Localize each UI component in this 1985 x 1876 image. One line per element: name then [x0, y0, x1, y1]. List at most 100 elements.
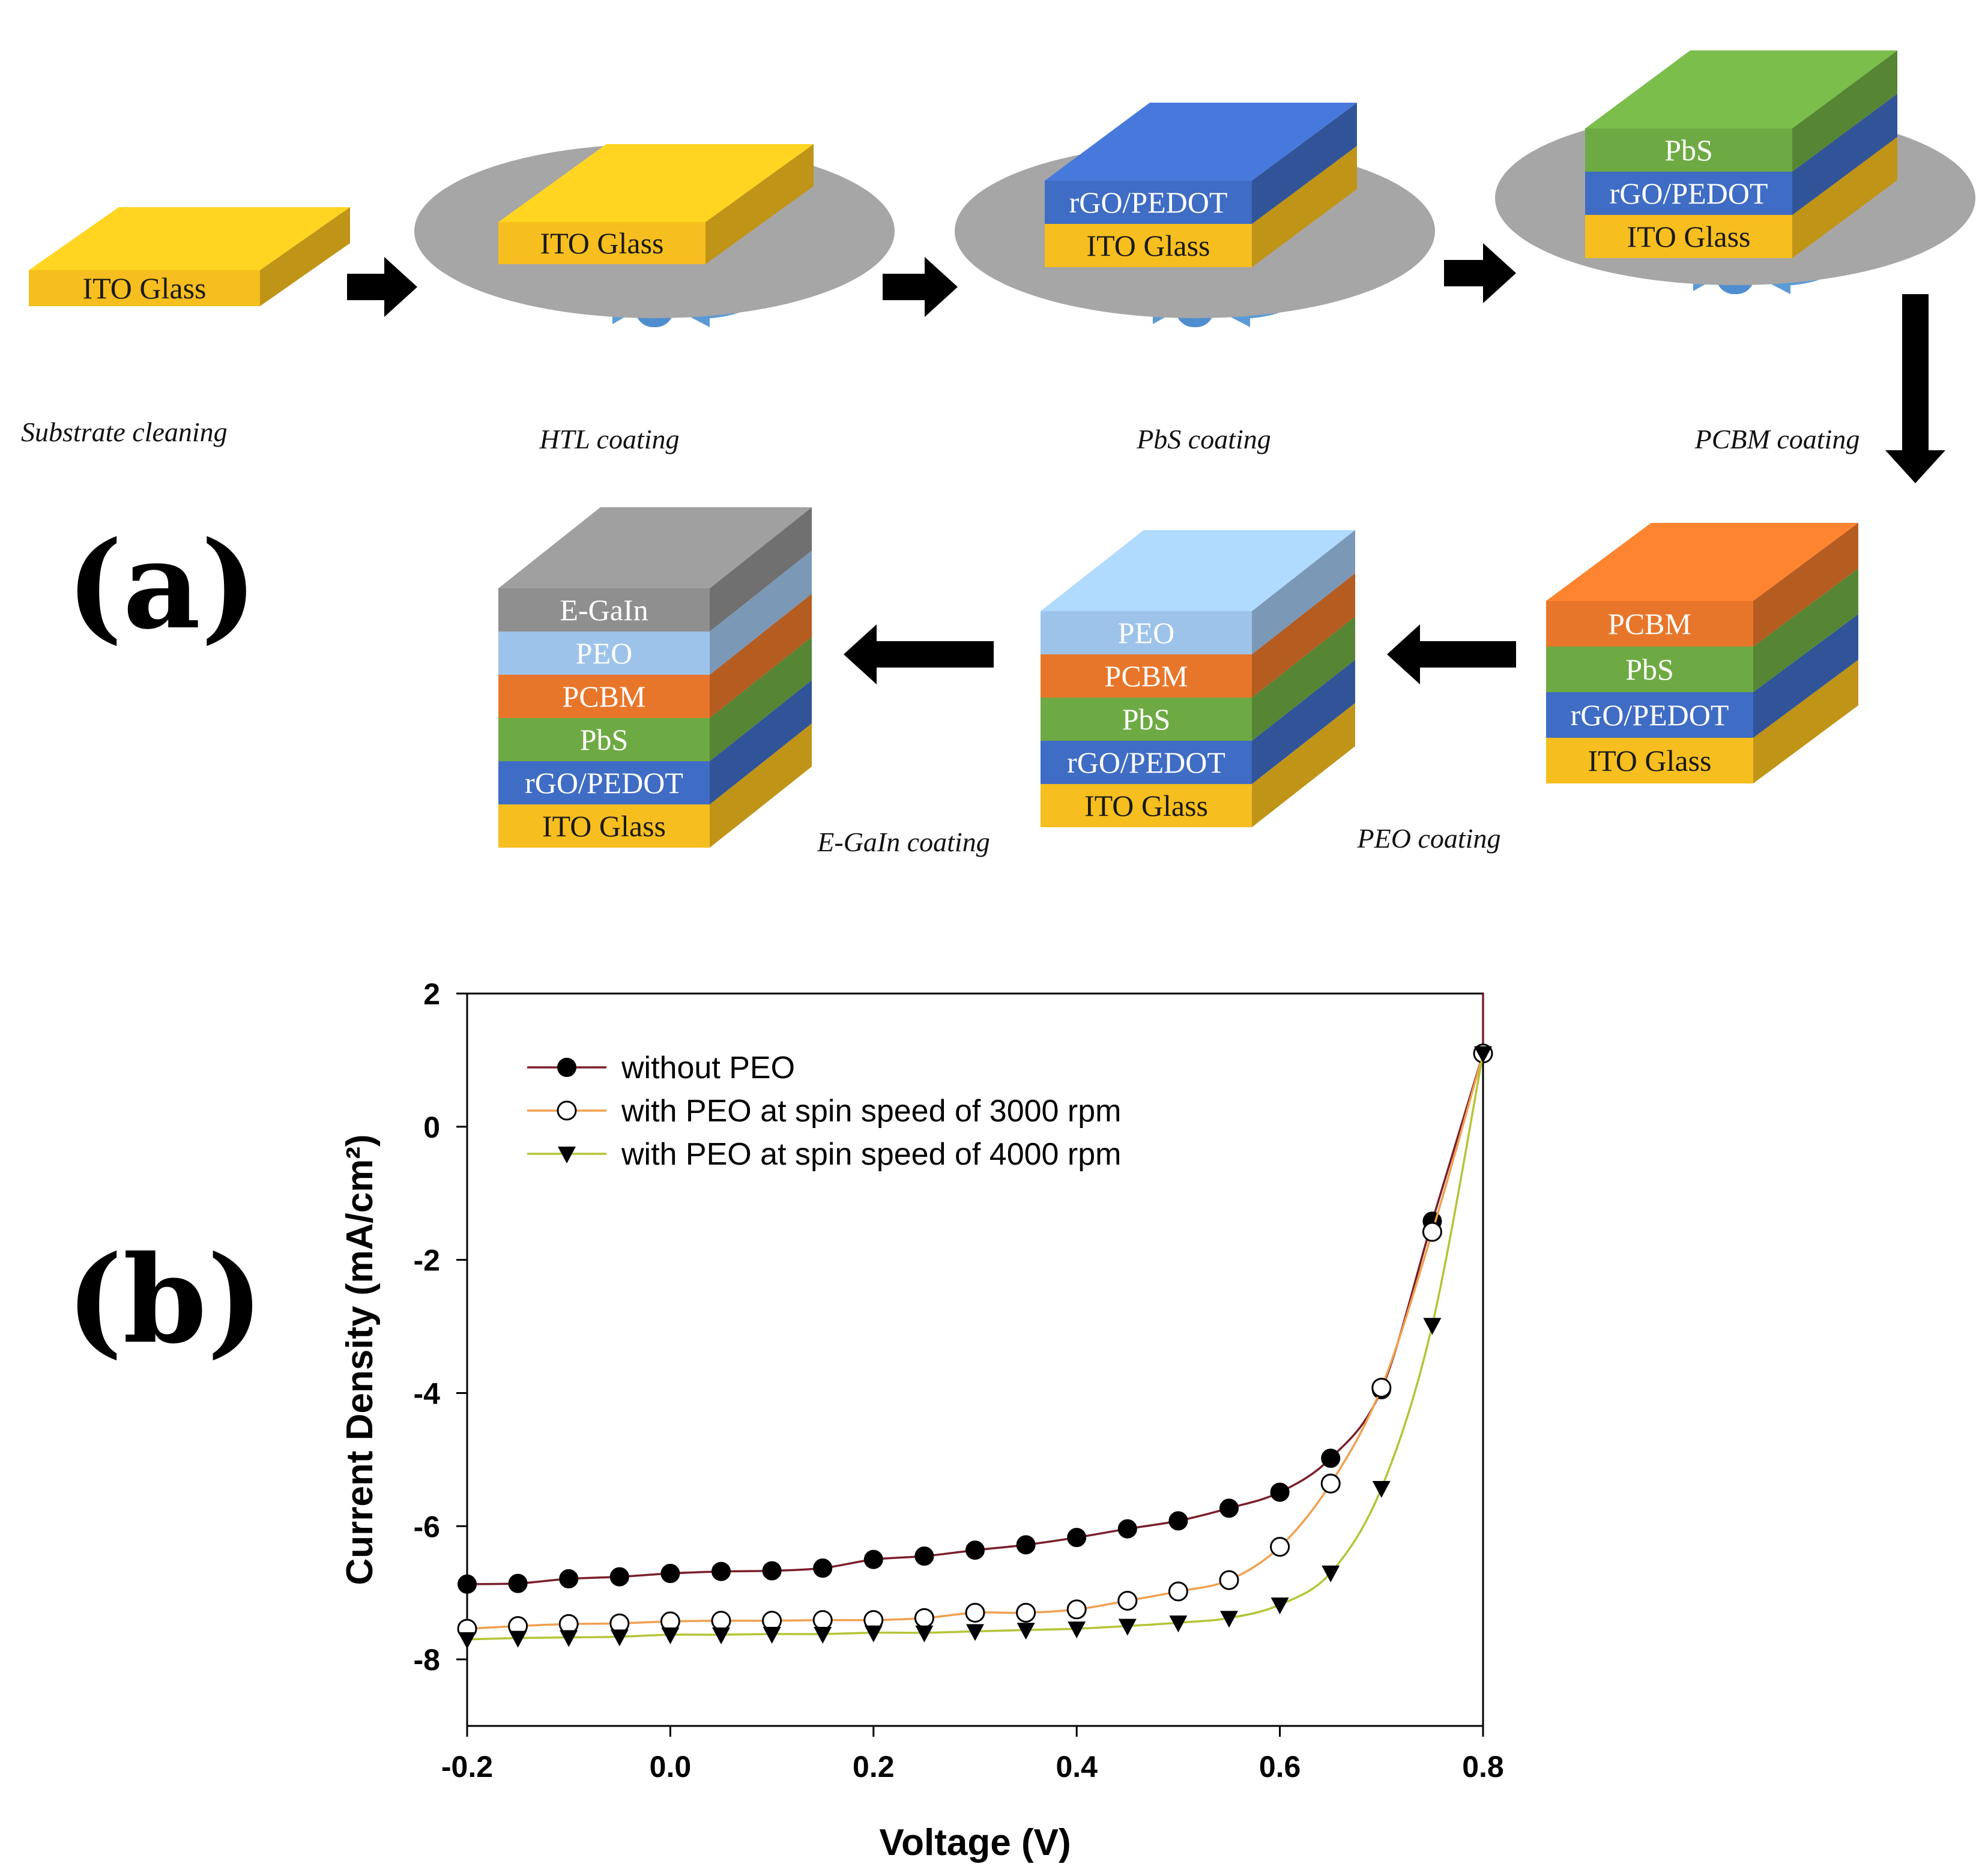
layer-rgo-pedot: rGO/PEDOT [1041, 660, 1355, 784]
x-tick-label: 0.8 [1462, 1750, 1504, 1784]
series-1 [457, 1043, 1493, 1639]
data-point [610, 1629, 629, 1647]
data-point [1474, 1046, 1492, 1063]
data-point [1371, 1378, 1392, 1398]
data-point [560, 1630, 578, 1647]
layer-ito-glass: ITO Glass [498, 144, 814, 264]
data-point [1423, 1318, 1442, 1335]
step-caption: Substrate cleaning [21, 417, 228, 447]
layer-pbs: PbS [498, 637, 812, 761]
legend-item: with PEO at spin speed of 3000 rpm [527, 1094, 1121, 1129]
layer-pcbm: PCBM [1041, 573, 1355, 698]
legend-label: without PEO [621, 1051, 795, 1085]
data-point [660, 1564, 680, 1584]
x-tick-label: 0.2 [853, 1750, 895, 1784]
legend: without PEO with PEO at spin speed of 300… [527, 1051, 1121, 1172]
layer-label: ITO Glass [82, 271, 206, 305]
data-point [965, 1540, 985, 1560]
data-point [915, 1625, 934, 1642]
x-tick-label: 0.6 [1259, 1750, 1301, 1784]
data-point [1270, 1482, 1290, 1502]
layer-pbs: PbS [1585, 50, 1897, 172]
panel-b-label: (b) [66, 1229, 264, 1371]
y-tick-label: -4 [414, 1377, 441, 1410]
y-tick-label: -2 [414, 1244, 440, 1277]
data-point [1372, 1481, 1391, 1498]
legend-item: with PEO at spin speed of 4000 rpm [527, 1137, 1121, 1172]
layer-pcbm: PCBM [1546, 523, 1858, 647]
layer-peo: PEO [1041, 530, 1355, 654]
data-point [1270, 1597, 1289, 1615]
y-tick-label: -8 [414, 1643, 440, 1677]
legend-item: without PEO [527, 1051, 795, 1085]
data-point [609, 1567, 629, 1587]
data-point [1117, 1519, 1137, 1539]
layer-label: E-GaIn [560, 593, 648, 627]
data-point [1168, 1581, 1188, 1602]
data-point [458, 1574, 477, 1594]
data-point [458, 1632, 476, 1649]
data-point [558, 1147, 576, 1163]
x-tick-label: 0.4 [1056, 1750, 1098, 1784]
data-point [1017, 1623, 1035, 1640]
layer-label: PCBM [1608, 607, 1691, 641]
layer-label: rGO/PEDOT [1069, 185, 1228, 219]
layer-label: ITO Glass [1086, 229, 1210, 262]
layer-label: PEO [1118, 616, 1174, 650]
layer-stack: ITO Glass [498, 144, 814, 264]
layer-label: ITO Glass [1588, 744, 1711, 777]
data-point [557, 1100, 577, 1121]
layer-ito-glass: ITO Glass [498, 723, 812, 848]
data-point [1220, 1611, 1238, 1628]
series-0 [458, 994, 1493, 1594]
data-point [661, 1627, 680, 1645]
process-arrow-icon [844, 624, 994, 684]
layer-ito-glass: ITO Glass [1546, 660, 1858, 783]
data-point [763, 1626, 781, 1644]
step-egain-coating: ITO GlassrGO/PEDOTPbSPCBMPEOE-GaInE-GaIn… [498, 507, 990, 857]
data-point [1320, 1473, 1341, 1494]
layer-rgo-pedot: rGO/PEDOT [1546, 614, 1858, 738]
plot-frame [466, 992, 1484, 1727]
layer-label: PCBM [1105, 659, 1188, 693]
legend-label: with PEO at spin speed of 4000 rpm [621, 1137, 1121, 1172]
series-line [467, 1053, 1484, 1585]
y-axis-title: Current Density (mA/cm²) [339, 1135, 381, 1585]
layer-stack: ITO Glass rGO/PEDOT [1045, 103, 1357, 267]
layer-label: ITO Glass [540, 226, 663, 260]
data-point [559, 1569, 579, 1588]
data-point [914, 1546, 934, 1566]
data-point [1322, 1565, 1340, 1582]
data-point [864, 1625, 883, 1642]
data-point [1016, 1602, 1036, 1623]
process-arrow-icon [347, 257, 417, 317]
layer-stack: ITO Glass [29, 207, 350, 306]
layer-label: PbS [1122, 702, 1171, 736]
process-arrow-icon [1444, 243, 1516, 303]
layer-rgo-pedot: rGO/PEDOT [1585, 94, 1897, 215]
data-point [1068, 1621, 1086, 1639]
layer-ito-glass: ITO Glass [29, 207, 350, 306]
data-point [1169, 1615, 1188, 1633]
data-point [1067, 1528, 1087, 1548]
layer-label: PbS [580, 723, 629, 756]
layer-label: PCBM [563, 680, 646, 713]
layer-label: ITO Glass [1084, 789, 1208, 822]
data-point [1117, 1590, 1138, 1611]
layer-label: rGO/PEDOT [525, 766, 683, 800]
data-point [1066, 1599, 1087, 1620]
layer-rgo-pedot: rGO/PEDOT [1045, 103, 1357, 224]
layer-label: PbS [1625, 653, 1674, 686]
data-point [863, 1549, 883, 1569]
panel-a-label: (a) [66, 515, 258, 656]
data-point [1118, 1618, 1137, 1636]
layer-ito-glass: ITO Glass [1045, 146, 1357, 267]
x-tick-label: -0.2 [441, 1750, 493, 1784]
